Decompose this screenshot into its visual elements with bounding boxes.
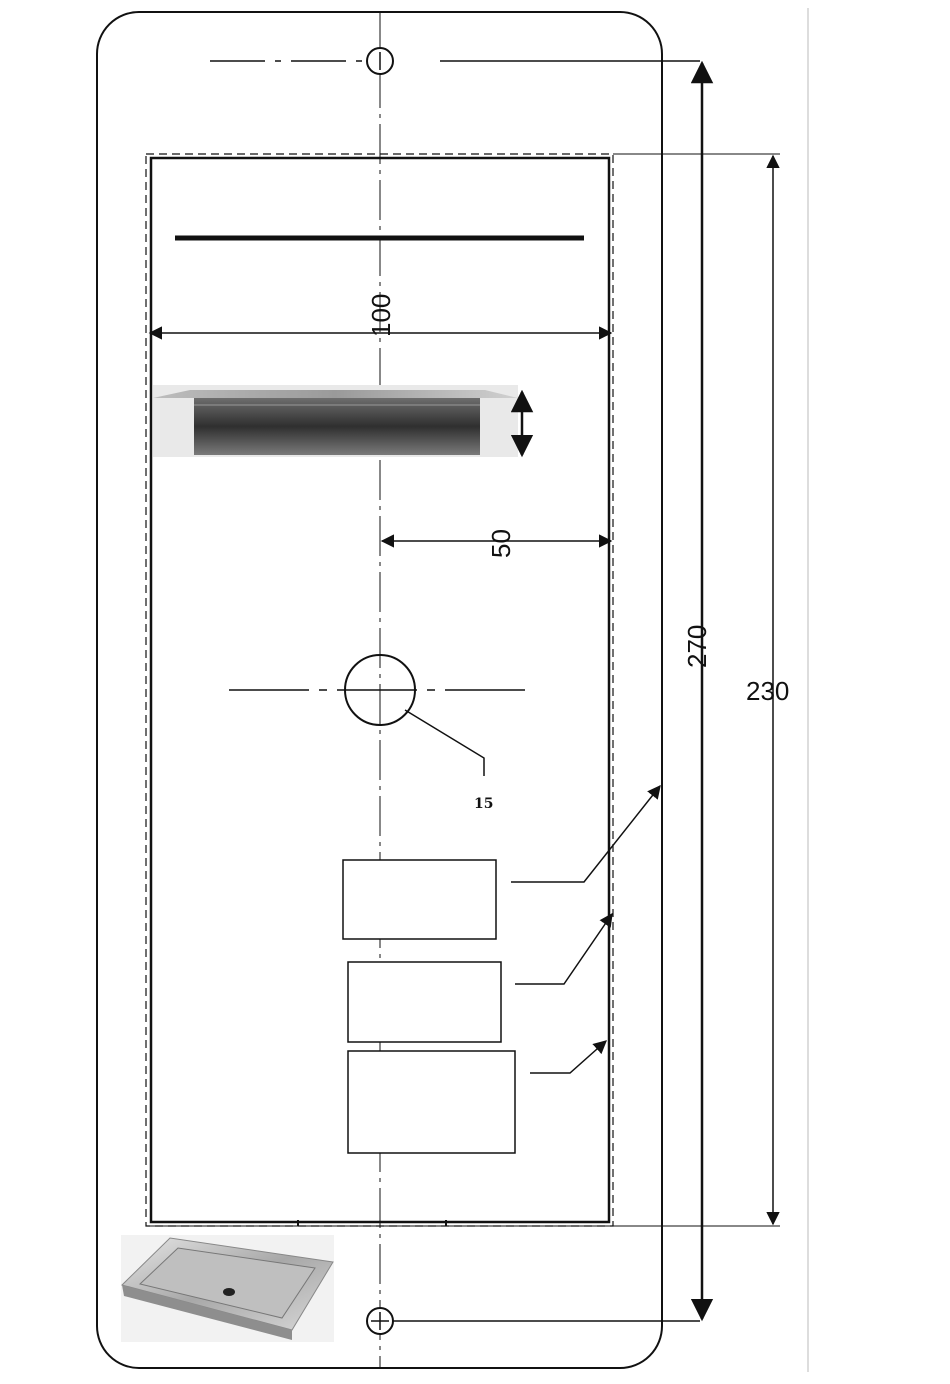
overall-length-dimension-label: 270 xyxy=(682,625,712,668)
leader-arrow-3 xyxy=(530,1041,606,1073)
leader-arrow-1 xyxy=(511,786,660,882)
inner-length-dimension-label: 230 xyxy=(746,676,789,706)
hole-leader-line xyxy=(405,710,484,776)
tray-side-photo xyxy=(153,385,518,457)
width-dimension-label: 100 xyxy=(366,294,396,337)
leader-arrow-2 xyxy=(515,914,612,984)
half-width-dimension-label: 50 xyxy=(486,529,516,558)
label-box-2 xyxy=(348,962,501,1042)
label-box-1 xyxy=(343,860,496,939)
hole-label: 15 xyxy=(474,796,493,812)
label-box-3 xyxy=(348,1051,515,1153)
tray-perspective-photo xyxy=(121,1235,334,1342)
